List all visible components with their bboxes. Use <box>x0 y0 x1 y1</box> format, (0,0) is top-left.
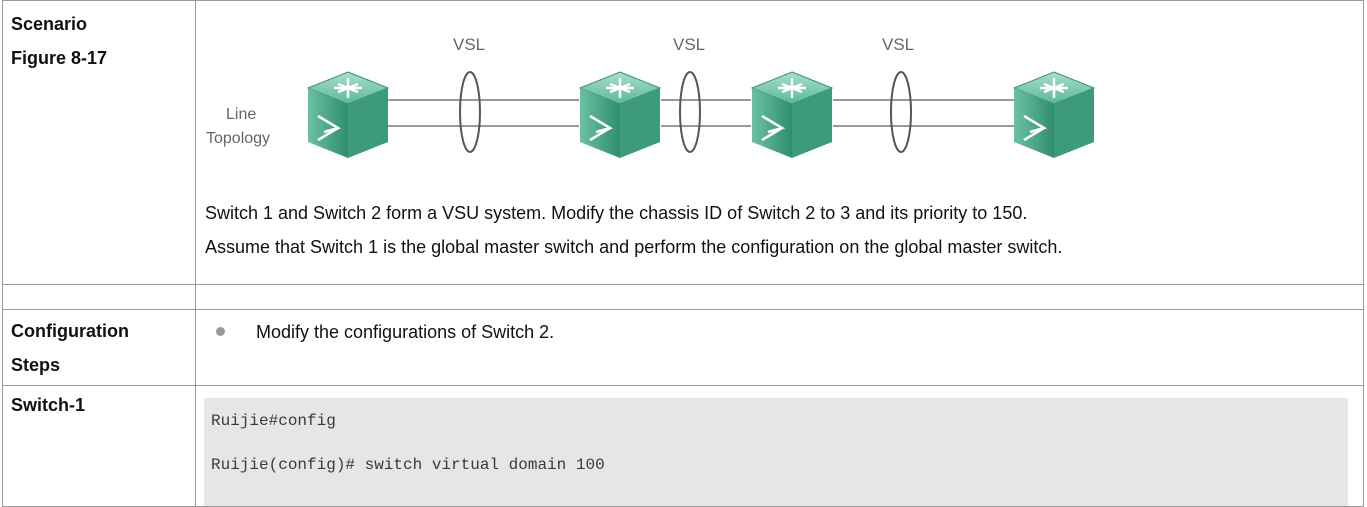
code-line-1: Ruijie#config <box>211 412 336 430</box>
step-item: Modify the configurations of Switch 2. <box>196 310 1363 349</box>
vsl-label-1: VSL <box>453 35 485 54</box>
vsl-ellipse-3 <box>890 71 912 153</box>
switch-icon <box>750 71 834 158</box>
steps-row: Configuration Steps Modify the configura… <box>2 309 1364 386</box>
bullet-icon <box>216 326 225 336</box>
switch-icon <box>306 71 390 158</box>
vsl-ellipse-2 <box>679 71 701 153</box>
steps-label: Steps <box>11 355 61 375</box>
configuration-label: Configuration <box>11 321 129 341</box>
vsl-links <box>381 99 1014 127</box>
scenario-row: Scenario Figure 8-17 <box>2 0 1364 285</box>
switch1-row: Switch-1 Ruijie#config Ruijie(config)# s… <box>2 385 1364 507</box>
switch-icon <box>1012 71 1096 158</box>
steps-label-cell: Configuration Steps <box>2 309 196 386</box>
scenario-description-1: Switch 1 and Switch 2 form a VSU system.… <box>205 203 1028 223</box>
code-block: Ruijie#config Ruijie(config)# switch vir… <box>204 398 1348 506</box>
topology-label-line: Line <box>226 106 256 123</box>
scenario-label: Scenario <box>11 14 88 34</box>
switch-icon <box>578 71 662 158</box>
switch1-label-cell: Switch-1 <box>2 385 196 507</box>
scenario-content-cell: VSL VSL VSL Line Topology <box>195 0 1364 285</box>
vsl-label-2: VSL <box>673 35 705 54</box>
switch1-label: Switch-1 <box>11 395 86 415</box>
spacer-row <box>2 284 1364 310</box>
topology-figure: VSL VSL VSL Line Topology <box>196 1 1363 211</box>
vsl-label-3: VSL <box>882 35 914 54</box>
scenario-description-2: Assume that Switch 1 is the global maste… <box>205 237 1063 257</box>
topology-label-topology: Topology <box>206 130 270 147</box>
vsl-ellipse-1 <box>459 71 481 153</box>
topology-diagram: VSL VSL VSL Line Topology <box>206 35 1096 158</box>
scenario-label-cell: Scenario Figure 8-17 <box>2 0 196 285</box>
switch1-code-cell: Ruijie#config Ruijie(config)# switch vir… <box>195 385 1364 507</box>
steps-content-cell: Modify the configurations of Switch 2. <box>195 309 1364 386</box>
code-line-2: Ruijie(config)# switch virtual domain 10… <box>211 456 605 474</box>
figure-number-label: Figure 8-17 <box>11 48 108 68</box>
step-text: Modify the configurations of Switch 2. <box>256 322 555 342</box>
